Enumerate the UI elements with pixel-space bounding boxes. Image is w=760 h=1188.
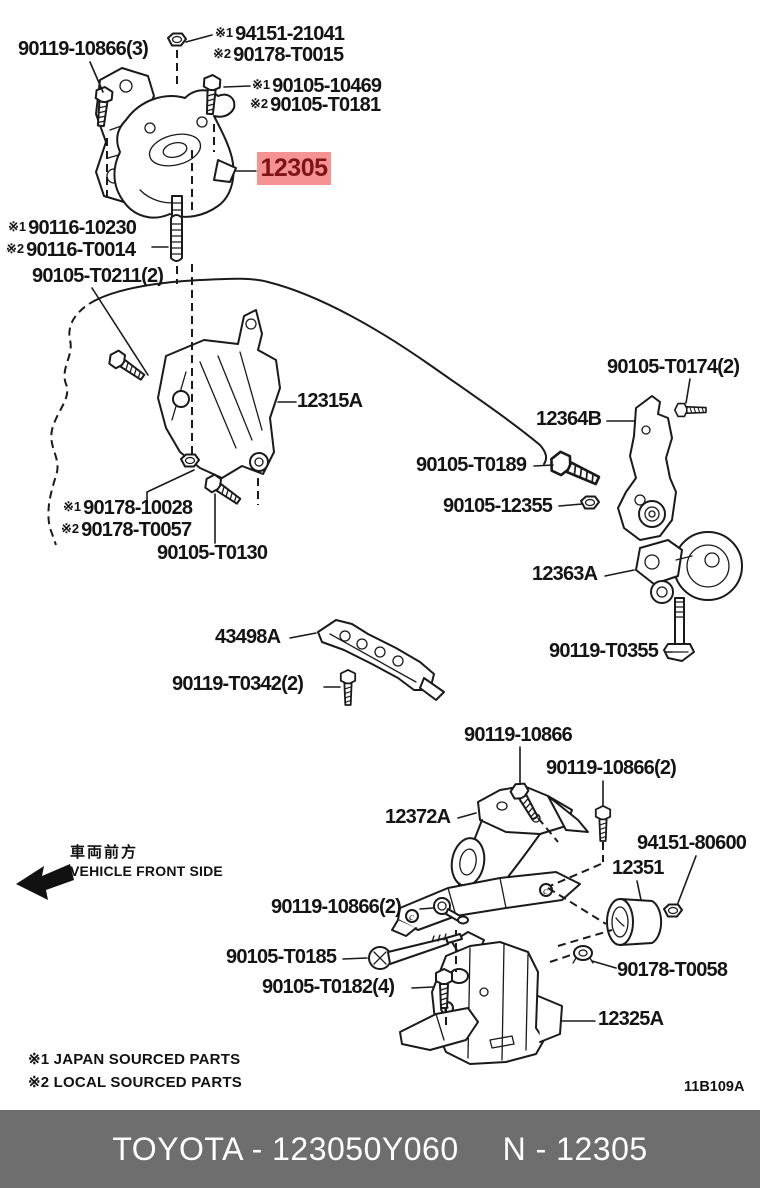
bushing-12351-drawing: [606, 898, 663, 946]
rod-12363a-drawing: [635, 531, 743, 604]
callout-90119-10866-3: 90119-10866(3): [18, 38, 149, 60]
highlighted-part-12305[interactable]: 12305: [257, 152, 331, 185]
sourcing-mark: ※2: [61, 521, 80, 536]
hole-mark: c: [543, 885, 548, 897]
footer-bar: TOYOTA - 123050Y060 N - 12305: [0, 1110, 760, 1188]
callout-90105-12355: 90105-12355: [443, 495, 553, 517]
callout-90119-t0355: 90119-T0355: [549, 640, 659, 662]
drawing-code: 11B109A: [684, 1079, 745, 1095]
callout-43498a: 43498A: [215, 626, 281, 648]
callout-90105-t0130: 90105-T0130: [157, 542, 268, 564]
callout-90105-t0182: 90105-T0182(4): [262, 976, 395, 998]
front-direction-arrow-icon: [16, 864, 74, 900]
nut-90178-t0058-drawing: [572, 945, 594, 964]
callout-90105-t0211: 90105-T0211(2): [32, 265, 164, 287]
callout-90105-t0174: 90105-T0174(2): [607, 356, 740, 378]
callout-90119-10866-2-left: 90119-10866(2): [271, 896, 402, 918]
footer-catalog-number: TOYOTA - 123050Y060: [112, 1130, 459, 1167]
plate-43498a-drawing: [317, 619, 445, 701]
sourcing-mark: ※1: [8, 219, 27, 234]
sourcing-mark: ※2: [6, 241, 25, 256]
callout-12351: 12351: [612, 857, 664, 879]
callout-12364b: 12364B: [536, 408, 602, 430]
vehicle-front-marker: 車両前方 VEHICLE FRONT SIDE: [70, 844, 223, 880]
legend-local-sourced: ※2 LOCAL SOURCED PARTS: [28, 1073, 242, 1091]
bracket-12372a-drawing: [391, 785, 589, 937]
sourcing-mark: ※2: [250, 96, 269, 111]
sourcing-mark: ※1: [215, 25, 234, 40]
sourcing-legend: ※1 JAPAN SOURCED PARTS ※2 LOCAL SOURCED …: [28, 1049, 242, 1094]
callout-90119-10866: 90119-10866: [464, 724, 573, 746]
sourcing-mark: ※1: [252, 77, 271, 92]
fasteners-drawing: [91, 32, 707, 1009]
footer-part-number: N - 12305: [502, 1130, 648, 1167]
bolt-90105-t0185-drawing: [368, 933, 463, 970]
callout-12363a: 12363A: [532, 563, 598, 585]
bracket-12364b-drawing: [617, 395, 677, 541]
callout-12325a: 12325A: [598, 1008, 664, 1030]
legend-japan-sourced: ※1 JAPAN SOURCED PARTS: [28, 1051, 241, 1068]
engine-outline: [47, 277, 548, 546]
callout-94151-80600: 94151-80600: [637, 832, 747, 854]
callout-90178-t0058: 90178-T0058: [617, 959, 728, 981]
hole-mark: c: [409, 911, 414, 923]
vehicle-front-en: VEHICLE FRONT SIDE: [70, 862, 223, 879]
callout-90119-t0342: 90119-T0342(2): [172, 673, 304, 695]
part-12305-drawing: [95, 67, 237, 233]
callout-12372a: 12372A: [385, 806, 451, 828]
callout-12315a: 12315A: [297, 390, 363, 412]
sourcing-mark: ※2: [213, 46, 232, 61]
bolt-90119-t0355-drawing: [663, 597, 695, 662]
leader-lines: [89, 34, 697, 1022]
stud-90116-drawing: [170, 214, 183, 262]
bracket-12315a-drawing: [157, 309, 281, 479]
callout-90119-10866-2-right: 90119-10866(2): [546, 757, 677, 779]
highlighted-part-label: 12305: [260, 154, 328, 182]
callout-90105-t0185: 90105-T0185: [226, 946, 337, 968]
vehicle-front-jp: 車両前方: [70, 844, 139, 861]
hole-mark: c: [444, 1003, 449, 1015]
assembly-dashed-guides: [106, 50, 613, 1026]
callout-90105-t0189: 90105-T0189: [416, 454, 527, 476]
sourcing-mark: ※1: [63, 499, 82, 514]
